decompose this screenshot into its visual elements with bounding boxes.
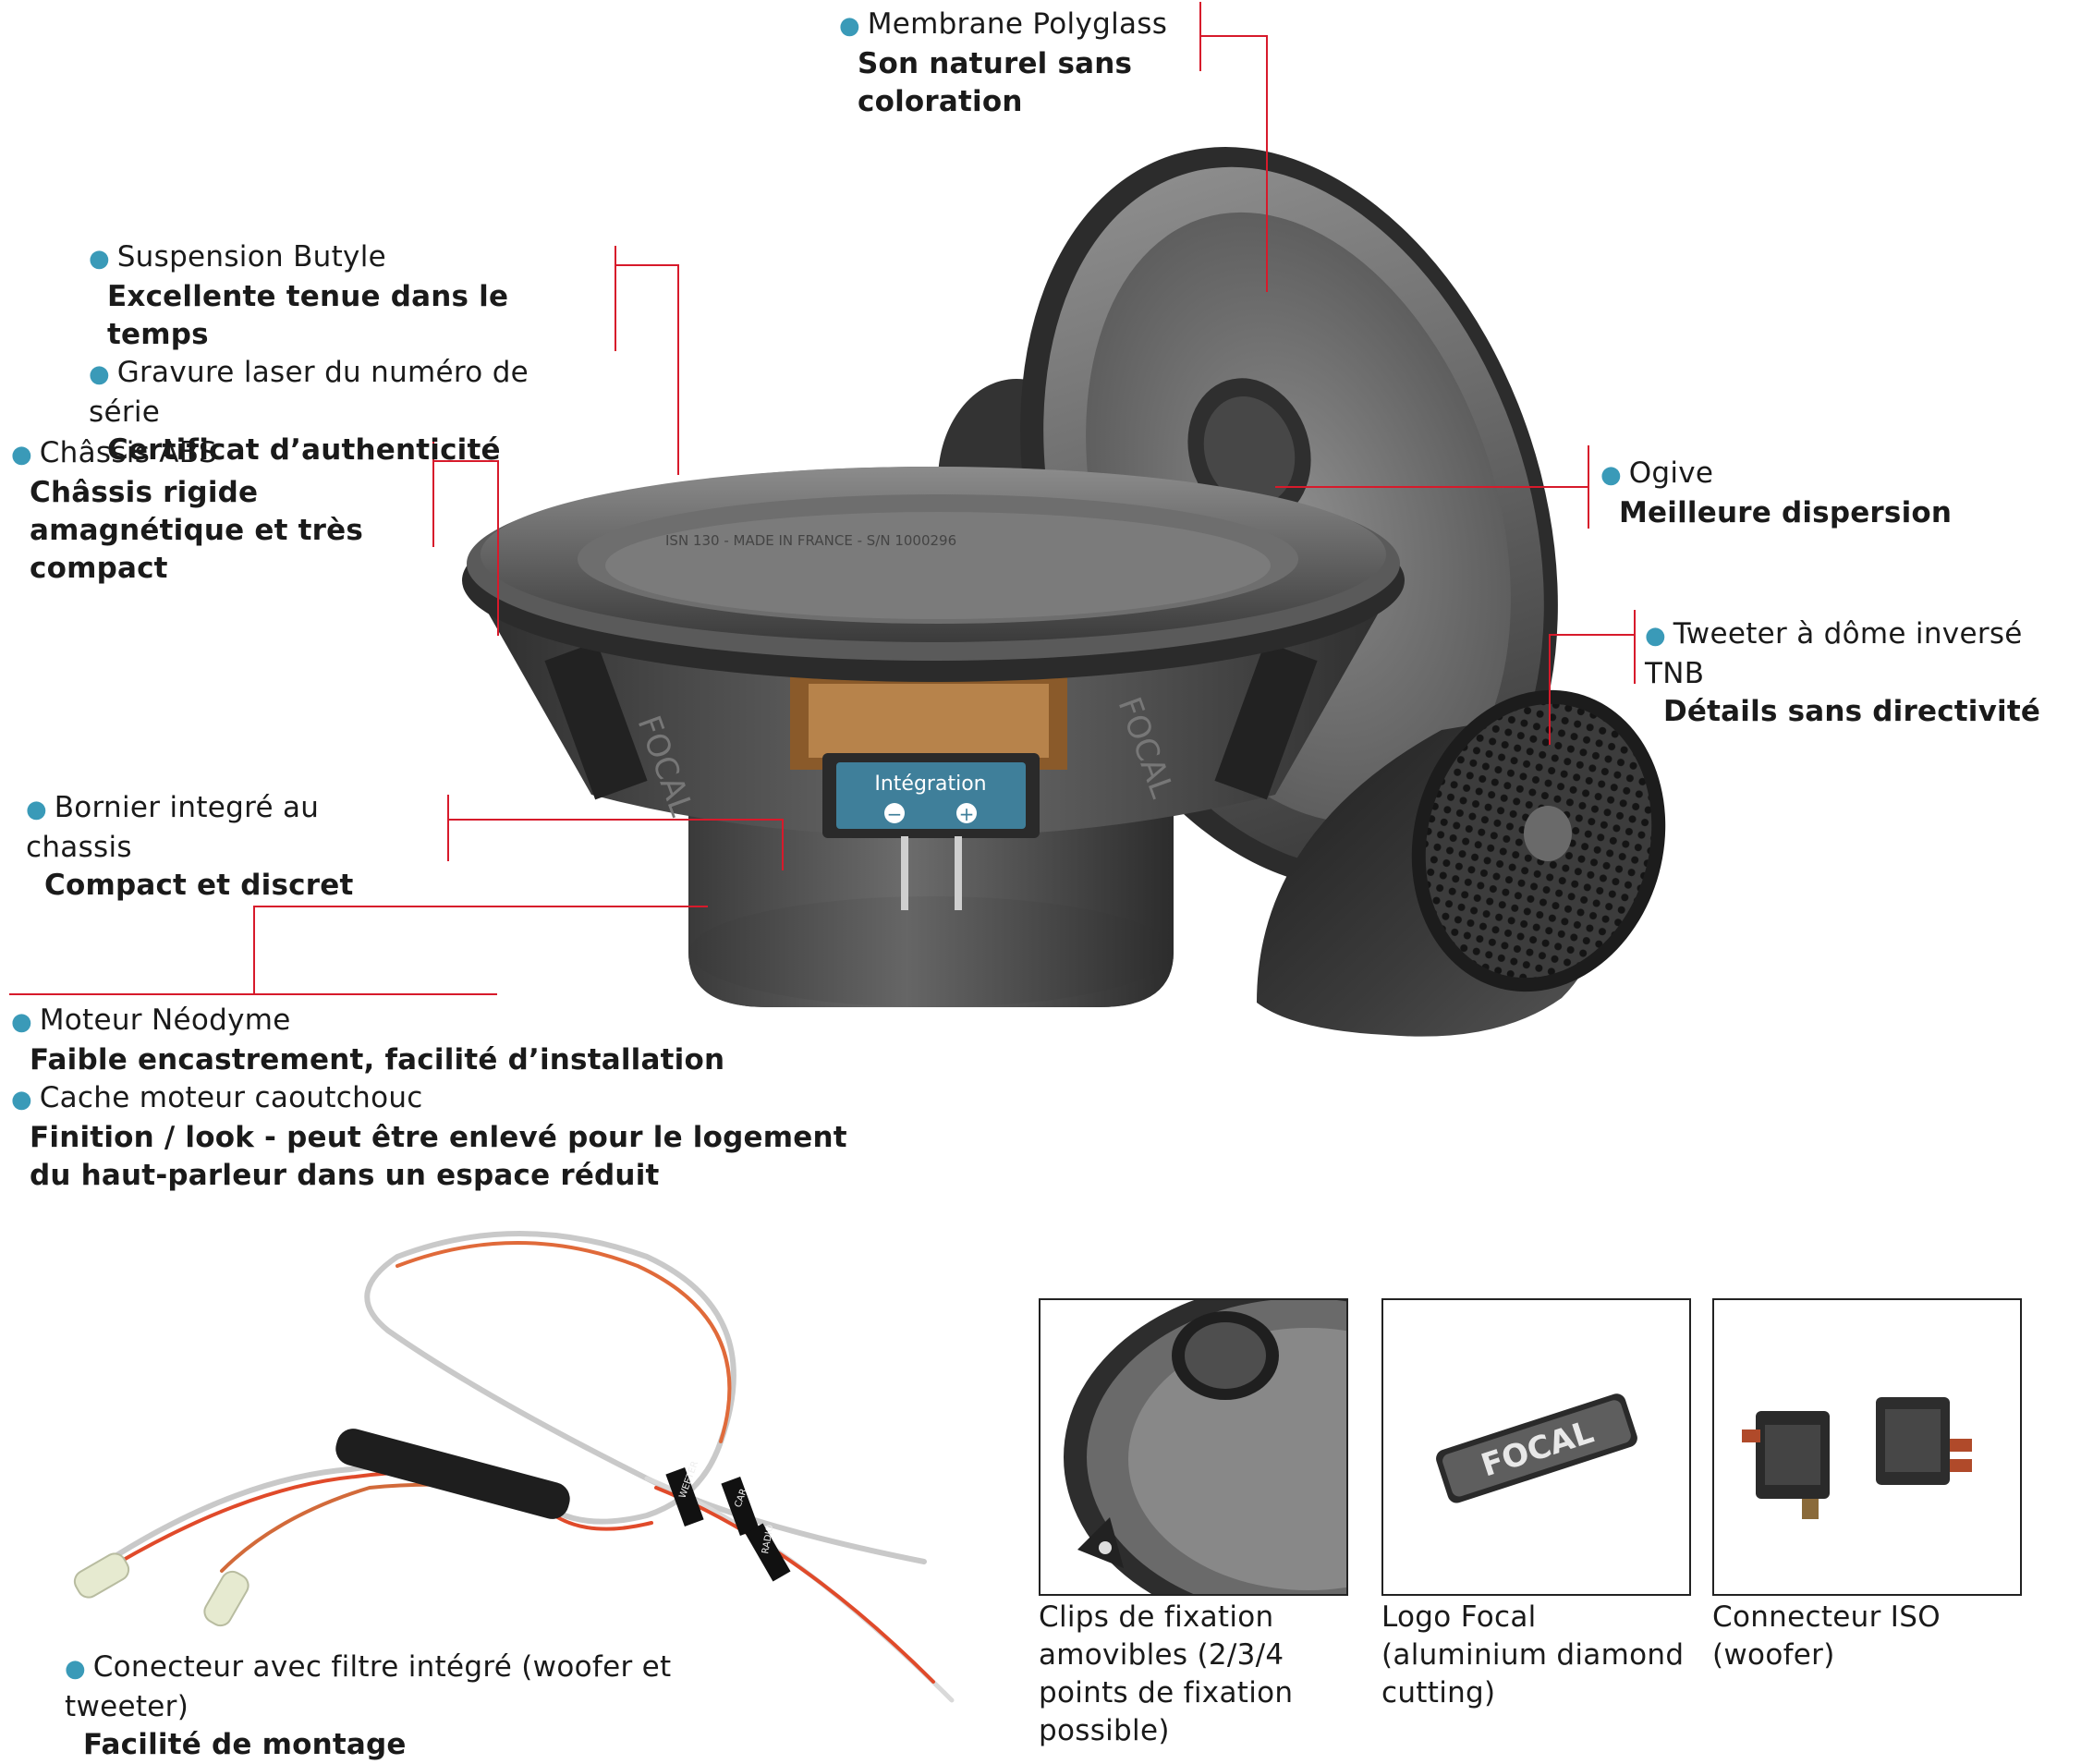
caption-iso: Connecteur ISO (woofer): [1712, 1600, 1941, 1672]
callout-moteur-desc: Faible encastrement, facilité d’installa…: [30, 1043, 725, 1077]
clip-illustration: [1064, 1300, 1346, 1594]
callout-connecteur: ●Conecteur avec filtre intégré (woofer e…: [65, 1648, 785, 1764]
callout-ogive: ●Ogive Meilleure dispersion: [1600, 455, 1989, 532]
bullet-icon: ●: [89, 360, 110, 388]
terminal-plus: +: [959, 803, 975, 825]
terminal-label: Intégration: [874, 773, 986, 796]
terminal-plate: [836, 762, 1026, 829]
callout-membrane-desc: Son naturel sans coloration: [858, 47, 1133, 118]
thumbnail-iso: [1712, 1298, 2022, 1596]
bullet-icon: ●: [11, 1008, 32, 1036]
callout-tweeter-desc: Détails sans directivité: [1663, 695, 2041, 728]
bullet-icon: ●: [89, 245, 110, 273]
logo-badge-illustration: FOCAL: [1436, 1393, 1637, 1503]
bullet-icon: ●: [65, 1655, 86, 1683]
callout-cache-desc: Finition / look - peut être enlevé pour …: [30, 1121, 847, 1192]
callout-suspension-desc: Excellente tenue dans le temps: [107, 280, 509, 351]
tweeter: [1257, 689, 1666, 1037]
callout-connecteur-desc: Facilité de montage: [83, 1728, 407, 1761]
bullet-icon: ●: [11, 1086, 32, 1113]
callout-chassis-desc: Châssis rigide amagnétique et très compa…: [30, 476, 363, 585]
thumbnail-logo: FOCAL: [1381, 1298, 1691, 1596]
callout-chassis: ●Châssis ABS Châssis rigide amagnétique …: [11, 434, 418, 588]
caption-logo: Logo Focal (aluminium diamond cutting): [1381, 1600, 1685, 1709]
caption-clips: Clips de fixation amovibles (2/3/4 point…: [1039, 1600, 1294, 1747]
callout-bornier: ●Bornier integré au chassis Compact et d…: [26, 789, 432, 905]
rim-text: ISN 130 - MADE IN FRANCE - S/N 1000296: [665, 532, 956, 549]
callout-gravure-desc: Certificat d’authenticité: [107, 433, 501, 467]
wire-tag-radio: RADIO: [761, 1524, 775, 1554]
callout-ogive-desc: Meilleure dispersion: [1619, 496, 1953, 529]
bullet-icon: ●: [1600, 461, 1622, 489]
bullet-icon: ●: [1645, 622, 1666, 650]
callout-bornier-desc: Compact et discret: [44, 869, 354, 902]
callout-tweeter: ●Tweeter à dôme inversé TNB Détails sans…: [1645, 615, 2079, 731]
speaker-illustration: ISN 130 - MADE IN FRANCE - S/N 1000296 F…: [73, 147, 1666, 1703]
front-woofer: ISN 130 - MADE IN FRANCE - S/N 1000296 F…: [462, 467, 1405, 1007]
terminal-minus: −: [887, 803, 903, 825]
iso-connector-illustration: [1742, 1397, 1972, 1519]
bullet-icon: ●: [839, 12, 860, 40]
bullet-icon: ●: [26, 796, 47, 823]
bullet-icon: ●: [11, 441, 32, 468]
callout-suspension: ●Suspension Butyle Excellente tenue dans…: [89, 238, 606, 469]
wire-harness: WEETER CAR RADIO: [73, 1231, 955, 1703]
callout-membrane: ●Membrane Polyglass Son naturel sans col…: [839, 6, 1190, 121]
thumbnail-clips: [1039, 1298, 1348, 1596]
callout-moteur: ●Moteur Néodyme Faible encastrement, fac…: [11, 1002, 852, 1195]
